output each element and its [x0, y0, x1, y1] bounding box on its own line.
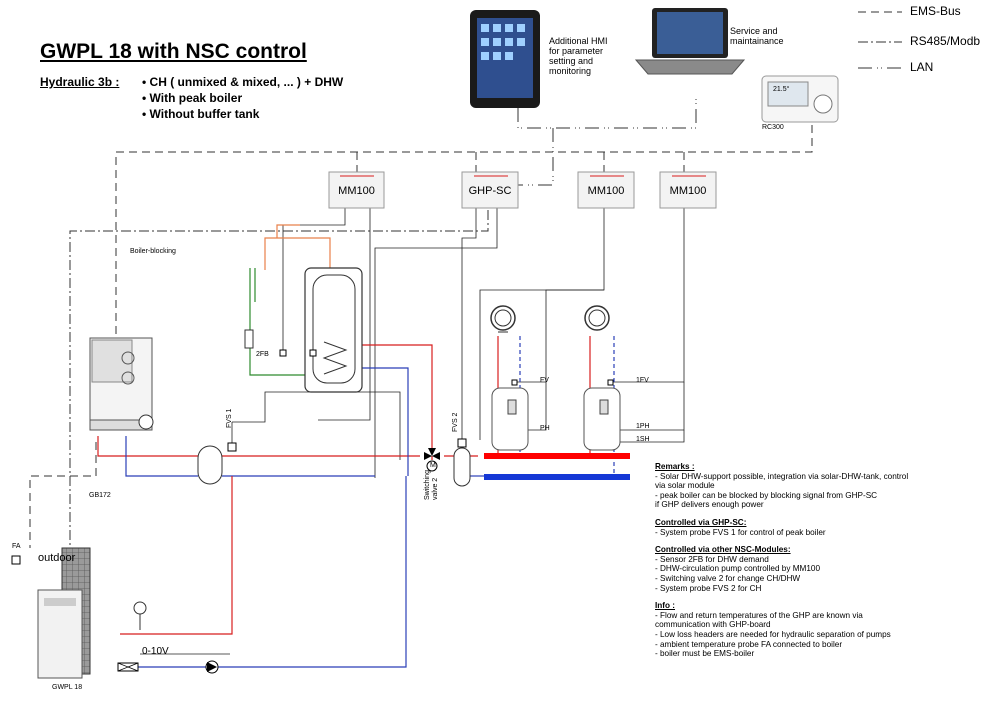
fv1-label: 1FV: [636, 377, 649, 384]
heating-circuit-1: [490, 305, 529, 451]
header-return-bar: [484, 474, 630, 480]
module-mm100-hc1: MM100: [587, 185, 625, 197]
gwpl18-label: GWPL 18: [52, 684, 83, 691]
tablet-label: Additional HMI for parameter setting and…: [549, 36, 608, 76]
switching-valve-label: Switching valve 2: [424, 470, 439, 500]
switching-valve-icon: [424, 448, 440, 472]
expansion-vessel-icon: [138, 414, 154, 430]
low-loss-header-2: [453, 447, 471, 487]
laptop-icon: [634, 8, 746, 75]
sh1-label: 1SH: [636, 436, 650, 443]
page-title: GWPL 18 with NSC control: [40, 40, 307, 63]
hydraulic-label: Hydraulic 3b :: [40, 75, 120, 89]
pump-icons: [205, 425, 619, 674]
hydraulic-item-peak: • With peak boiler: [142, 91, 243, 105]
tank-coil: [322, 341, 348, 375]
outdoor-label: outdoor: [38, 552, 76, 564]
communication-lines: [29, 11, 902, 560]
fvs1-label: FVS 1: [226, 408, 233, 428]
ph-label: PH: [540, 425, 550, 432]
thermostat-display: 21.5°: [773, 86, 790, 93]
remarks-panel: Remarks : - Solar DHW-support possible, …: [655, 462, 995, 659]
low-loss-header-1: [197, 445, 223, 485]
gb172-label: GB172: [89, 492, 111, 499]
laptop-label: Service and maintainance: [730, 26, 784, 46]
info-heading: Info :: [655, 601, 676, 611]
fvs2-label: FVS 2: [452, 412, 459, 432]
header-flow-bar: [484, 453, 630, 459]
rc300-thermostat-icon: [761, 75, 839, 123]
signal-0-10v-label: 0-10V: [142, 646, 169, 657]
legend-lan: LAN: [910, 60, 934, 74]
ph1-label: 1PH: [636, 423, 650, 430]
module-mm100-dhw: MM100: [338, 185, 375, 197]
hydraulic-item-buffer: • Without buffer tank: [142, 107, 260, 121]
legend-rs485: RS485/Modb: [910, 34, 981, 48]
module-mm100-hc2: MM100: [669, 185, 707, 197]
ems-bus-main: [115, 112, 813, 335]
fa-probe-line: [29, 442, 97, 548]
valve-motor-label: M: [430, 462, 436, 469]
module-ghp-sc: GHP-SC: [468, 185, 512, 197]
lan-line: [517, 98, 697, 129]
boiler-blocking-label: Boiler-blocking: [130, 248, 176, 255]
module-boxes: [328, 171, 717, 209]
fa-label: FA: [12, 543, 21, 550]
rs485-line: [69, 210, 489, 560]
control-wires: [231, 208, 685, 478]
remarks-heading: Remarks :: [655, 462, 695, 471]
dhw-tank-inner: [312, 274, 356, 384]
ghp-sc-heading: Controlled via GHP-SC:: [655, 517, 747, 527]
rc300-label: RC300: [762, 124, 784, 131]
sensor-2fb-label: 2FB: [256, 351, 269, 358]
heating-circuit-2: [583, 305, 621, 451]
tablet-icon: [470, 10, 540, 108]
nsc-modules-heading: Controlled via other NSC-Modules:: [655, 545, 791, 555]
fv-label: FV: [540, 377, 549, 384]
legend-ems: EMS-Bus: [910, 4, 961, 18]
hydraulic-item-ch: • CH ( unmixed & mixed, ... ) + DHW: [142, 75, 344, 89]
lan-to-ghp: [516, 128, 554, 186]
